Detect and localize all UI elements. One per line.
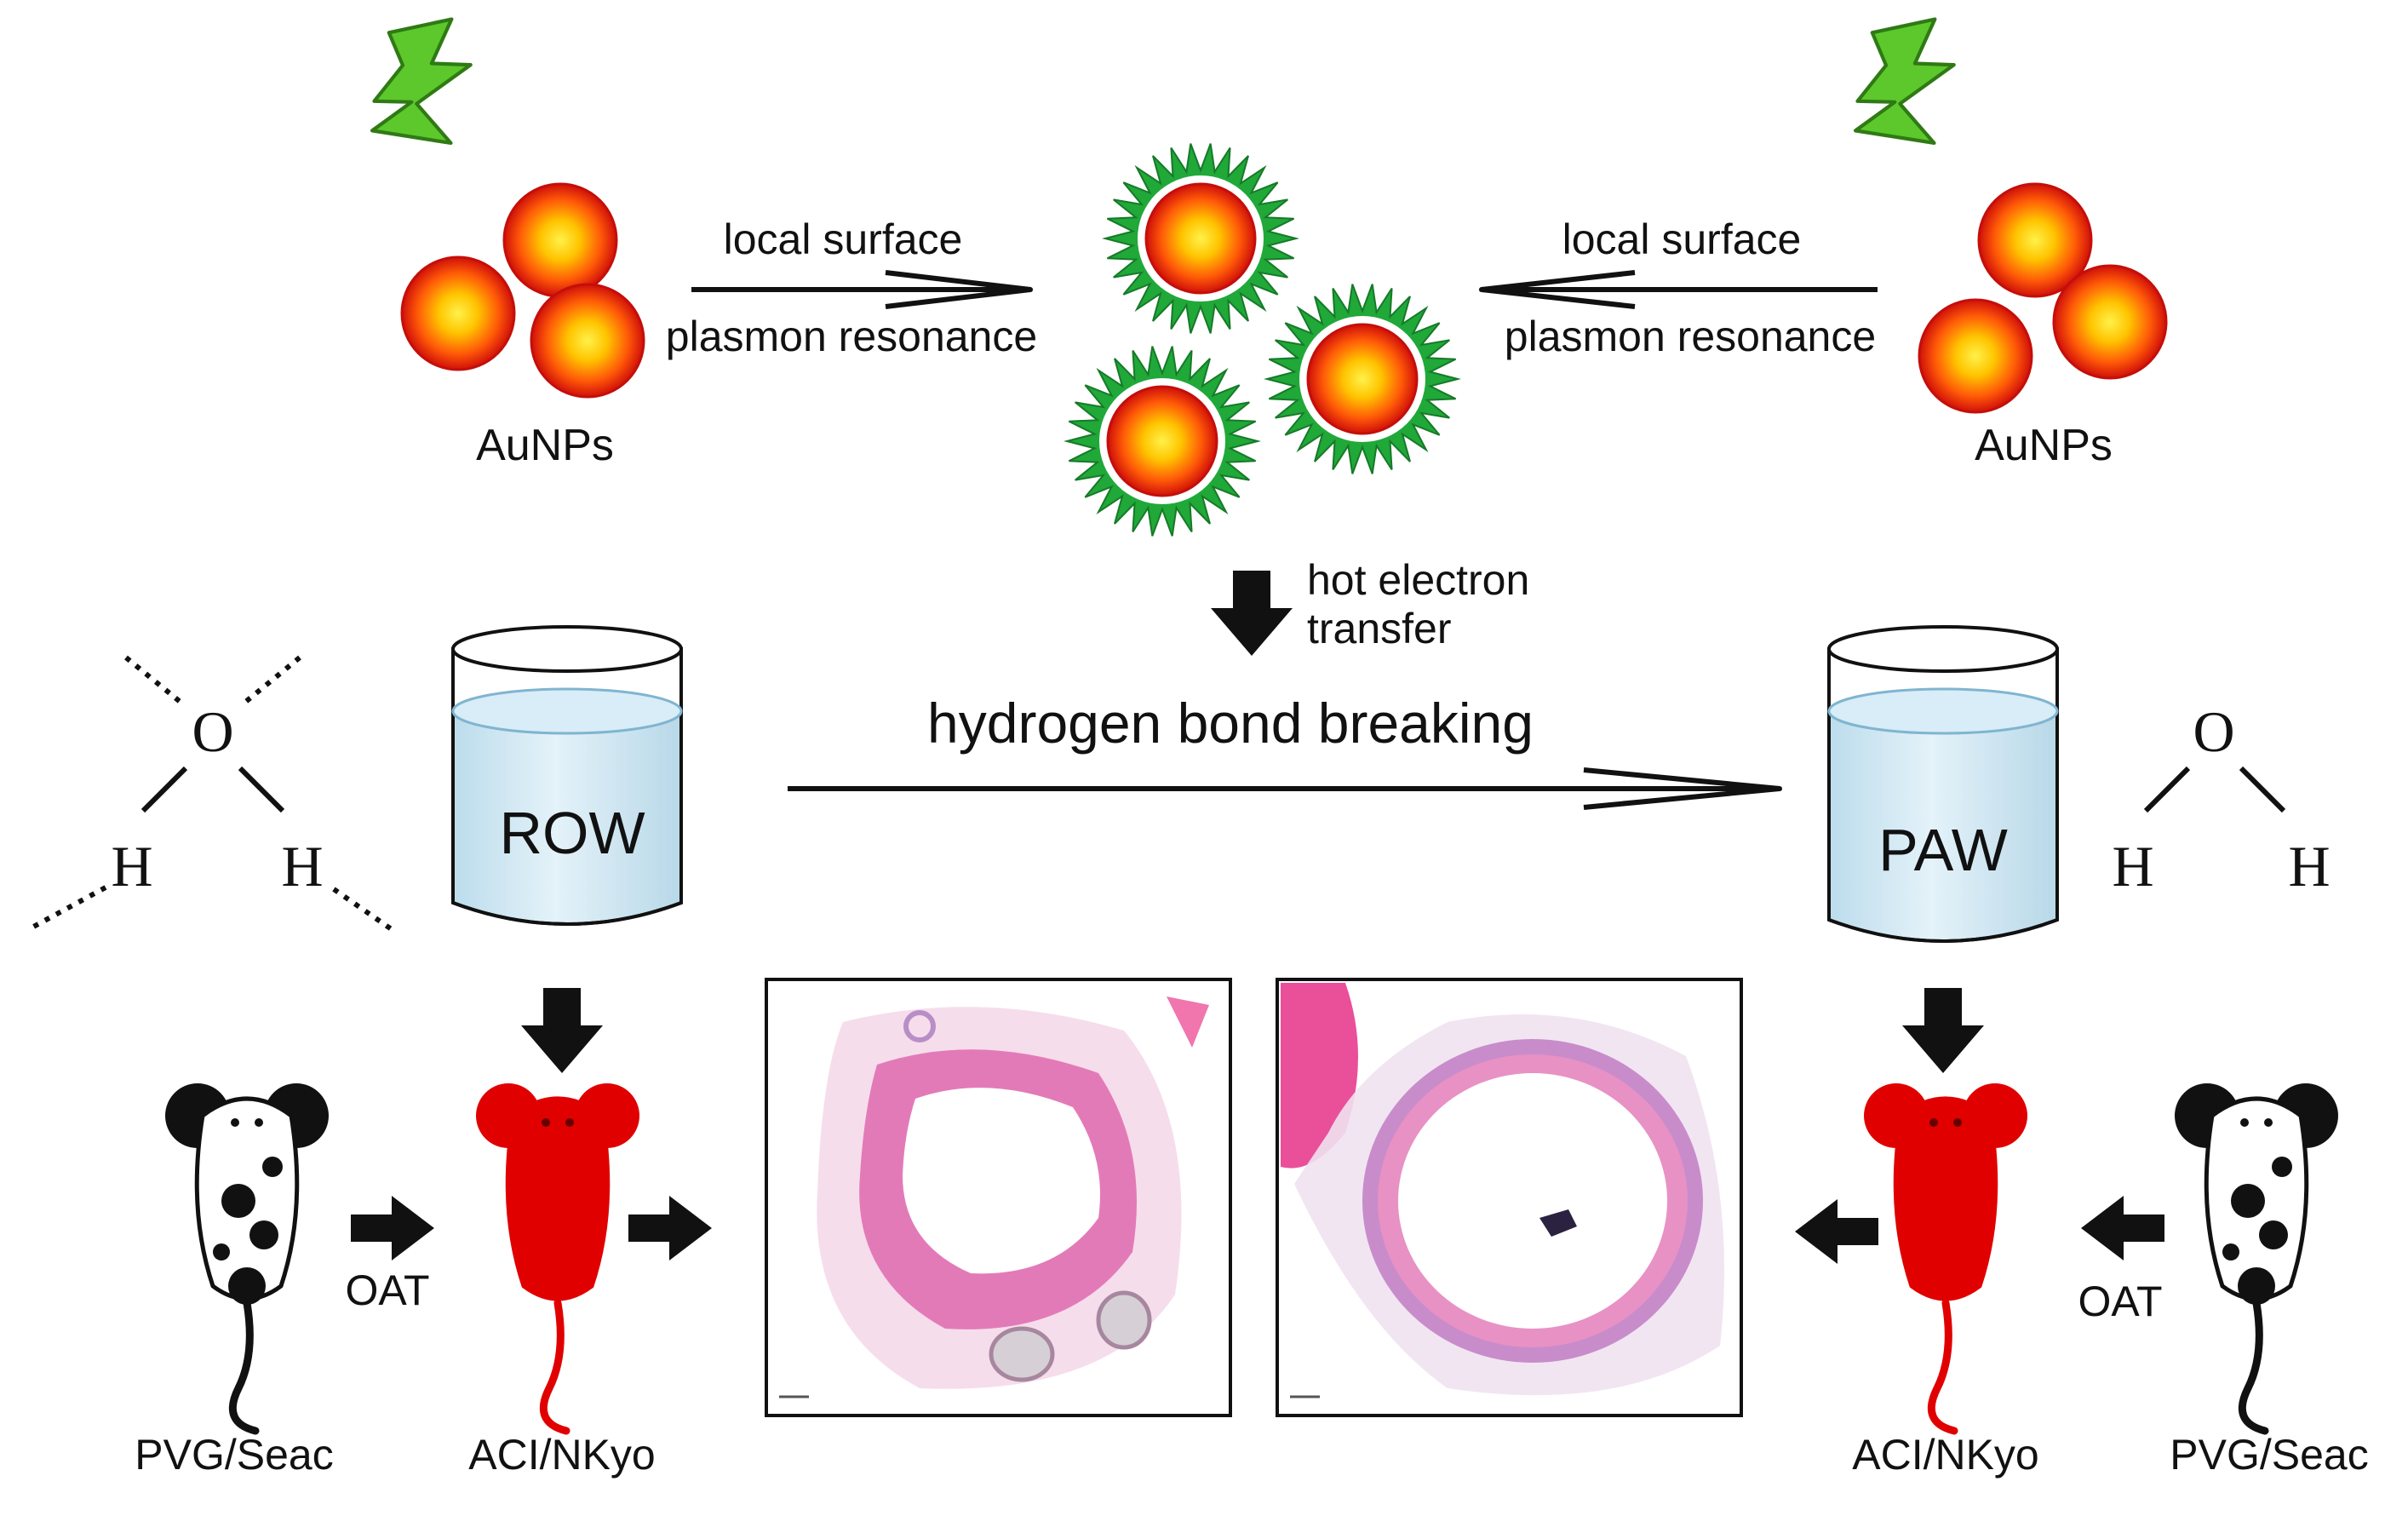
gold-nanoparticle (1144, 182, 1257, 295)
rat-body (505, 1096, 611, 1301)
right-arrow-icon (628, 1196, 712, 1260)
gold-nanoparticle (400, 256, 516, 371)
gold-nanoparticle (502, 182, 618, 298)
hbond-breaking-label: hydrogen bond breaking (927, 692, 1534, 755)
hydrogen-atom: H (111, 834, 152, 899)
rat-spot (2238, 1267, 2275, 1305)
rat-tail (539, 1299, 570, 1435)
rat-spot (213, 1243, 230, 1260)
spiky-nanoparticle (1064, 346, 1261, 537)
spiky-nanoparticle (1102, 143, 1299, 334)
row-label: ROW (499, 800, 645, 866)
pvg-label-left: PVG/Seac (135, 1431, 333, 1479)
aci-label-left: ACI/NKyo (468, 1431, 656, 1479)
lspr-right-line1: local surface (1562, 215, 1802, 263)
rat-tail (228, 1299, 260, 1435)
rat-tail (2238, 1299, 2269, 1435)
aunps-label-right: AuNPs (1975, 421, 2113, 470)
rat-spot (228, 1267, 266, 1305)
rat-eye (2264, 1118, 2273, 1127)
spiky-nanoparticle (1264, 284, 1461, 474)
oxygen-atom: O (192, 699, 233, 764)
rat-spot (221, 1184, 255, 1218)
pvg-label-right: PVG/Seac (2170, 1431, 2368, 1479)
oxygen-atom: O (2193, 699, 2234, 764)
right-arrow-icon (351, 1196, 434, 1260)
rat-eye (255, 1118, 263, 1127)
rat-spot (2259, 1220, 2288, 1249)
aunps-label-left: AuNPs (476, 421, 614, 470)
pvg-seac-rat-right-icon (2175, 1083, 2338, 1435)
rat-eye (2240, 1118, 2249, 1127)
rat-eye (565, 1118, 574, 1127)
aci-nkyo-rat-left-icon (476, 1083, 639, 1435)
excited-nanoparticles (1064, 143, 1461, 537)
aunps-cluster-left: AuNPs (358, 2, 645, 470)
rat-eye (1953, 1118, 1962, 1127)
lspr-left-line1: local surface (724, 215, 963, 263)
hot-electron-transfer: hot electron transfer (1211, 556, 1529, 656)
beaker-row: ROW (451, 625, 683, 926)
hydrogen-atom: H (281, 834, 323, 899)
rat-tail (1927, 1299, 1958, 1435)
rat-spot (249, 1220, 278, 1249)
rat-spot (2231, 1184, 2265, 1218)
hydrogen-atom: H (2288, 834, 2330, 899)
lspr-right-line2: plasmon resonance (1505, 313, 1876, 360)
left-arrow-icon (2081, 1196, 2164, 1260)
down-arrow-icon (1211, 571, 1293, 656)
down-arrow-icon (521, 988, 603, 1073)
hbond-breaking-arrow: hydrogen bond breaking (788, 692, 1782, 810)
lspr-arrow-left: local surface plasmon resonance (666, 215, 1037, 360)
oat-label-right: OAT (2078, 1278, 2162, 1325)
gold-nanoparticle (1106, 385, 1218, 497)
gold-nanoparticle (1918, 298, 2033, 414)
hot-electron-line2: transfer (1307, 605, 1452, 652)
gold-nanoparticle (2052, 264, 2168, 380)
rat-spot (262, 1157, 283, 1177)
paw-label: PAW (1878, 817, 2008, 883)
gold-nanoparticle (1306, 323, 1419, 435)
rat-body (1893, 1096, 1998, 1301)
aunps-cluster-right: AuNPs (1842, 2, 2168, 470)
histology-panel-row (765, 978, 1232, 1417)
rat-spot (2222, 1243, 2239, 1260)
left-arrow-icon (1795, 1199, 1878, 1264)
lspr-left-line2: plasmon resonance (666, 313, 1037, 360)
water-molecule-left: O H H (26, 655, 397, 934)
light-bolt-right-icon (1842, 2, 1970, 155)
rat-eye (1929, 1118, 1938, 1127)
hydrogen-atom: H (2112, 834, 2153, 899)
aci-label-right: ACI/NKyo (1852, 1431, 2039, 1479)
aci-nkyo-rat-right-icon (1864, 1083, 2027, 1435)
gold-nanoparticle (530, 283, 645, 399)
rat-eye (231, 1118, 239, 1127)
hot-electron-line1: hot electron (1307, 556, 1529, 604)
down-arrow-icon (1902, 988, 1984, 1073)
rat-eye (542, 1118, 550, 1127)
light-bolt-left-icon (358, 2, 487, 155)
oat-label-left: OAT (345, 1266, 429, 1314)
pvg-seac-rat-left-icon (165, 1083, 329, 1435)
lspr-arrow-right: local surface plasmon resonance (1479, 215, 1878, 360)
histology-panel-paw (1276, 978, 1743, 1417)
water-molecule-right: O H H (2112, 699, 2330, 899)
beaker-paw: PAW (1827, 625, 2059, 943)
rat-spot (2272, 1157, 2292, 1177)
